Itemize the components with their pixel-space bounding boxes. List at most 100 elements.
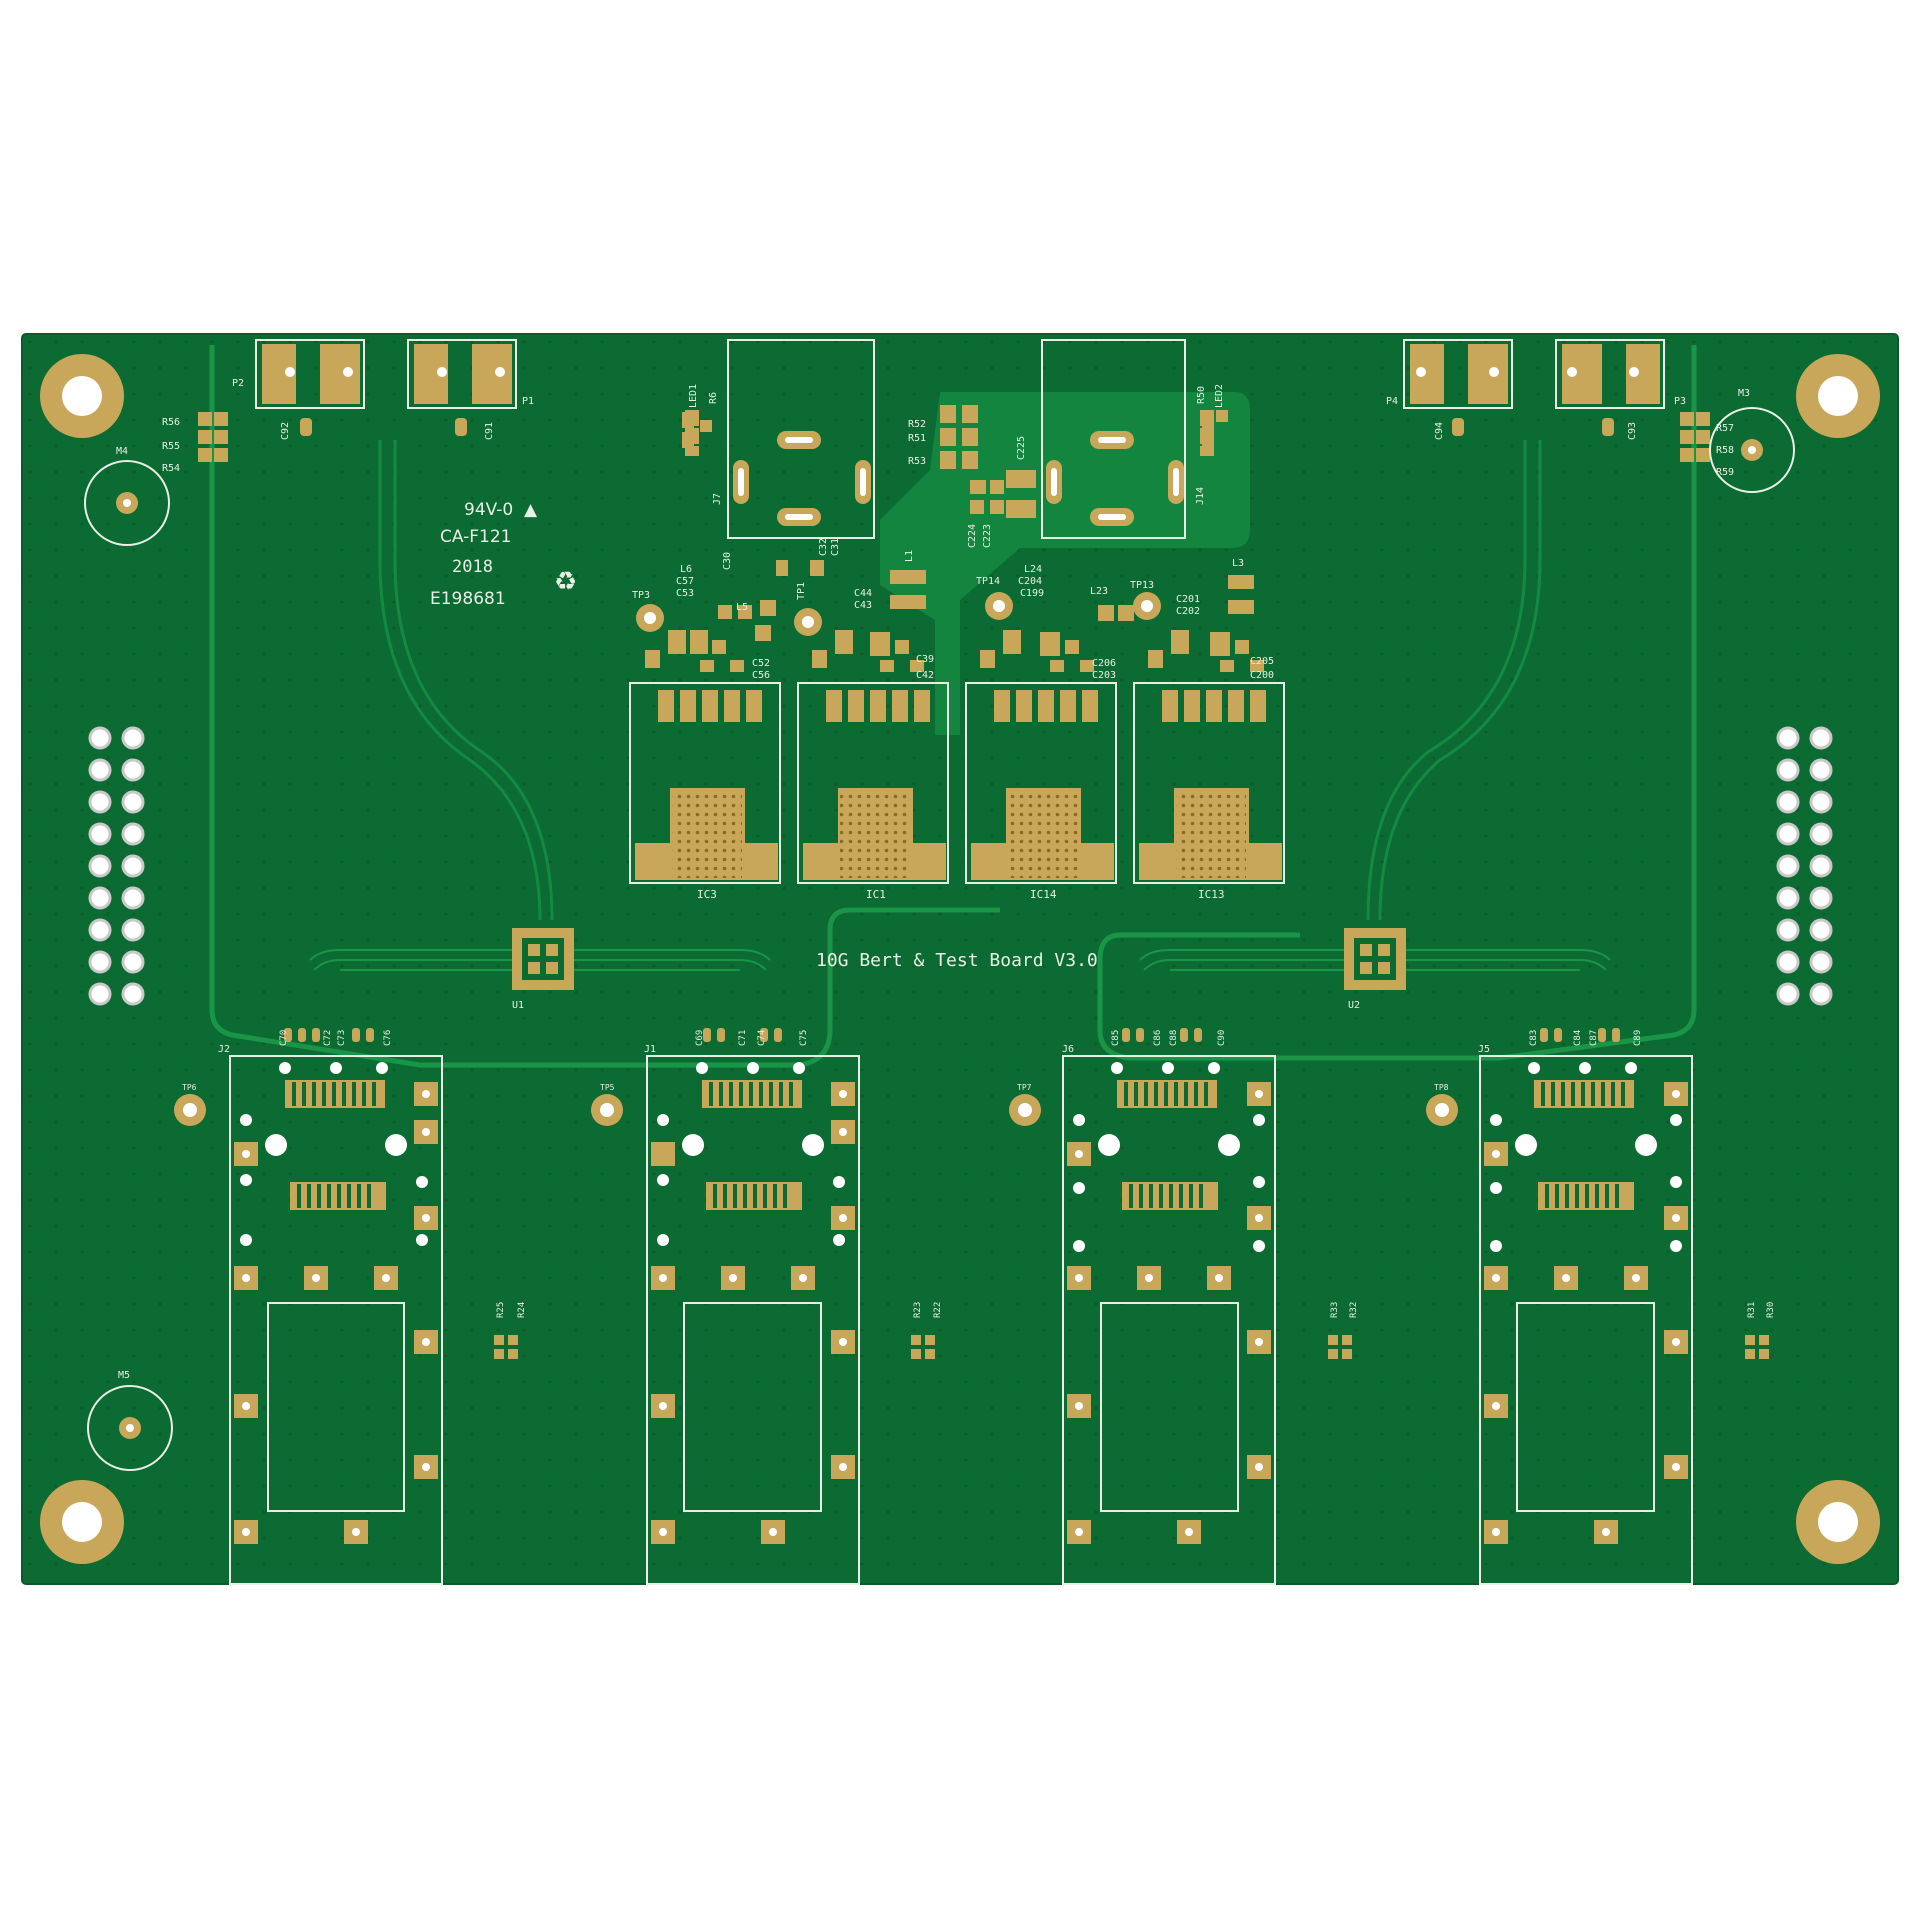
label-r31: R31 <box>1747 1302 1757 1318</box>
label-c72: C72 <box>323 1030 333 1046</box>
label-j6: J6 <box>1062 1044 1074 1055</box>
label-r33: R33 <box>1330 1302 1340 1318</box>
ul-file-number: E198681 <box>430 589 506 609</box>
label-c199: C199 <box>1020 588 1044 599</box>
label-j5: J5 <box>1478 1044 1490 1055</box>
label-m4: M4 <box>116 446 128 457</box>
label-c42: C42 <box>916 670 934 681</box>
label-p2: P2 <box>232 378 244 389</box>
label-c73: C73 <box>337 1030 347 1046</box>
label-ic3: IC3 <box>697 888 717 901</box>
label-c83: C83 <box>1529 1030 1539 1046</box>
label-led2: LED2 <box>1214 384 1225 408</box>
label-c43: C43 <box>854 600 872 611</box>
label-p4: P4 <box>1386 396 1398 407</box>
label-c32: C32 <box>818 538 829 556</box>
label-c92: C92 <box>280 422 291 440</box>
label-r32: R32 <box>1349 1302 1359 1318</box>
label-j14: J14 <box>1195 487 1206 505</box>
pin-headers <box>88 726 1833 1006</box>
label-r23: R23 <box>913 1302 923 1318</box>
label-c71: C71 <box>738 1030 748 1046</box>
label-c203: C203 <box>1092 670 1116 681</box>
label-c31: C31 <box>830 538 841 556</box>
label-c223: C223 <box>982 524 993 548</box>
regulator-frames <box>629 682 1285 884</box>
sfp-cage-j2 <box>229 1055 443 1585</box>
label-p1: P1 <box>522 396 534 407</box>
label-c201: C201 <box>1176 594 1200 605</box>
label-c88: C88 <box>1169 1030 1179 1046</box>
label-ic14: IC14 <box>1030 888 1057 901</box>
label-tp13: TP13 <box>1130 580 1154 591</box>
fab-code: CA-F121 <box>440 527 512 547</box>
sfp-footprints <box>229 1055 1693 1585</box>
label-c57: C57 <box>676 576 694 587</box>
label-led1: LED1 <box>688 384 699 408</box>
board-title: 10G Bert & Test Board V3.0 <box>816 950 1098 971</box>
sfp-cage-j6 <box>1062 1055 1276 1585</box>
fab-flammability: 94V-0 <box>464 500 513 520</box>
label-tp3: TP3 <box>632 590 650 601</box>
mounting-holes <box>40 354 1880 1564</box>
sfp-resistor-pairs <box>494 1335 1769 1359</box>
label-r30: R30 <box>1766 1302 1776 1318</box>
regulator-pads <box>635 690 1282 880</box>
label-c70: C70 <box>279 1030 289 1046</box>
label-c225: C225 <box>1016 436 1027 460</box>
label-c224: C224 <box>967 524 978 548</box>
label-c30: C30 <box>722 552 733 570</box>
label-l3: L3 <box>1232 558 1244 569</box>
led-pads <box>682 412 1214 448</box>
label-c89: C89 <box>1633 1030 1643 1046</box>
label-r22: R22 <box>933 1302 943 1318</box>
plane-outline-right <box>1097 345 1697 1061</box>
label-tp6: TP6 <box>182 1083 197 1092</box>
sfp-cage-j5 <box>1479 1055 1693 1585</box>
label-j7: J7 <box>712 493 723 505</box>
bottom-test-points <box>174 1094 1458 1126</box>
label-c69: C69 <box>695 1030 705 1046</box>
power-connectors <box>198 339 1710 462</box>
label-c200: C200 <box>1250 670 1274 681</box>
regulator-passives <box>645 560 1264 672</box>
label-c75: C75 <box>799 1030 809 1046</box>
label-tp1: TP1 <box>796 582 807 600</box>
label-r54: R54 <box>162 463 180 474</box>
label-ic1: IC1 <box>866 888 886 901</box>
label-tp14: TP14 <box>976 576 1000 587</box>
signal-traces-left <box>378 440 554 921</box>
label-r58: R58 <box>1716 445 1734 456</box>
label-c93: C93 <box>1627 422 1638 440</box>
label-r59: R59 <box>1716 467 1734 478</box>
label-c56: C56 <box>752 670 770 681</box>
label-c91: C91 <box>484 422 495 440</box>
label-l6: L6 <box>680 564 692 575</box>
label-tp8: TP8 <box>1434 1083 1449 1092</box>
label-ic13: IC13 <box>1198 888 1225 901</box>
label-r52: R52 <box>908 419 926 430</box>
label-r55: R55 <box>162 441 180 452</box>
fab-year: 2018 <box>452 557 493 577</box>
sfp-caps <box>284 1028 1620 1042</box>
label-l23: L23 <box>1090 586 1108 597</box>
label-u2: U2 <box>1348 1000 1360 1011</box>
label-c44: C44 <box>854 588 872 599</box>
label-l1: L1 <box>904 550 915 562</box>
label-r50: R50 <box>1196 386 1207 404</box>
label-r57: R57 <box>1716 423 1734 434</box>
label-c85: C85 <box>1111 1030 1121 1046</box>
signal-traces-right <box>1366 440 1542 921</box>
label-c87: C87 <box>1589 1030 1599 1046</box>
sfp-cage-j1 <box>646 1055 860 1585</box>
warning-triangle-icon: ▲ <box>524 500 538 520</box>
label-u1: U1 <box>512 1000 524 1011</box>
label-m5: M5 <box>118 1370 130 1381</box>
label-c204: C204 <box>1018 576 1042 587</box>
label-c84: C84 <box>1573 1030 1583 1046</box>
label-c53: C53 <box>676 588 694 599</box>
label-c76: C76 <box>383 1030 393 1046</box>
label-r56: R56 <box>162 417 180 428</box>
label-m3: M3 <box>1738 388 1750 399</box>
label-c74: C74 <box>757 1030 767 1046</box>
